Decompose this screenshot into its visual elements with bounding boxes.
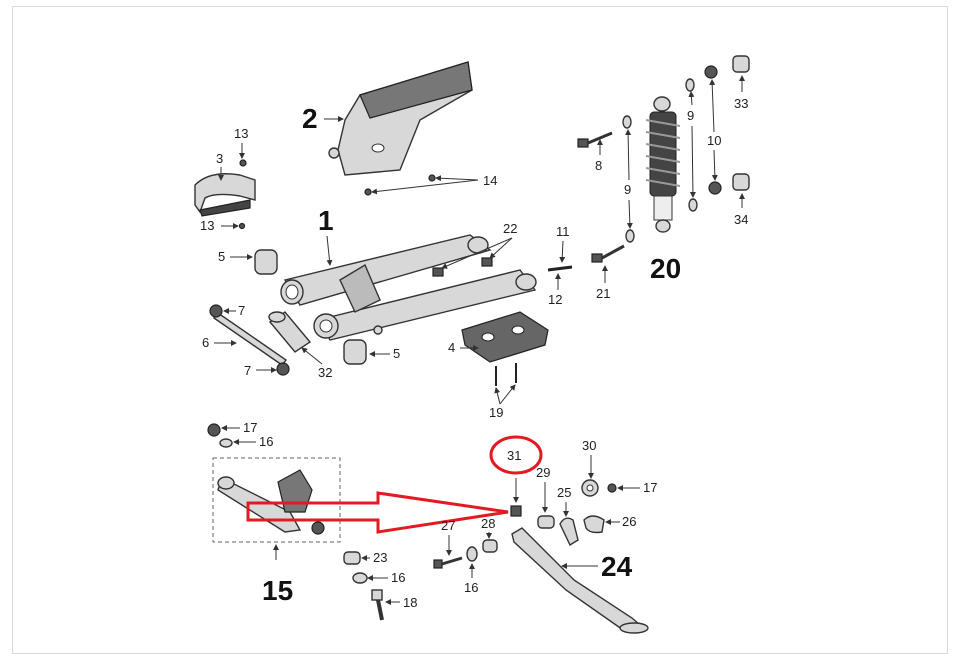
label-9-right: 9 xyxy=(687,108,694,123)
label-24: 24 xyxy=(601,551,633,582)
part-nut-10 xyxy=(704,65,722,195)
part-shock-absorber-20 xyxy=(645,96,681,233)
label-10: 10 xyxy=(707,133,721,148)
part-bushing-34 xyxy=(732,173,750,191)
label-16-bottom-right: 16 xyxy=(464,580,478,595)
part-pin-11-12 xyxy=(547,265,573,272)
label-34: 34 xyxy=(734,212,748,227)
label-15: 15 xyxy=(262,575,293,606)
label-19: 19 xyxy=(489,405,503,420)
part-chain-slider-4 xyxy=(461,311,549,386)
label-6: 6 xyxy=(202,335,209,350)
part-washer-30 xyxy=(581,479,599,497)
part-sleeve-28 xyxy=(482,539,498,553)
label-22: 22 xyxy=(503,221,517,236)
part-nut-17-left xyxy=(207,423,221,437)
label-26: 26 xyxy=(622,514,636,529)
label-17-right: 17 xyxy=(643,480,657,495)
label-5-top: 5 xyxy=(218,249,225,264)
part-washer-16-bottom-right xyxy=(466,546,478,562)
label-16-bottom-left: 16 xyxy=(391,570,405,585)
label-25: 25 xyxy=(557,485,571,500)
label-3: 3 xyxy=(216,151,223,166)
part-chain-guard xyxy=(328,61,473,176)
label-30: 30 xyxy=(582,438,596,453)
part-spring-26 xyxy=(583,515,605,534)
part-bolt-27 xyxy=(433,556,463,569)
part-bolt-18 xyxy=(371,589,384,621)
label-13-top: 13 xyxy=(234,126,248,141)
part-link-25 xyxy=(559,517,579,547)
label-17-left: 17 xyxy=(243,420,257,435)
label-7-bottom: 7 xyxy=(244,363,251,378)
label-32: 32 xyxy=(318,365,332,380)
part-bolt-21 xyxy=(591,244,625,263)
part-spacer-29 xyxy=(537,515,555,529)
part-studs-22 xyxy=(432,257,493,277)
part-washer-16-bottom-left xyxy=(352,572,368,584)
part-bushing-5-bottom xyxy=(343,339,367,365)
label-27: 27 xyxy=(441,518,455,533)
label-31: 31 xyxy=(507,448,521,463)
part-washer-9-right xyxy=(685,78,698,212)
part-screws-14 xyxy=(364,174,436,196)
part-spacer-23 xyxy=(343,551,361,565)
highlight-arrow xyxy=(246,491,509,534)
label-29: 29 xyxy=(536,465,550,480)
part-swing-arm xyxy=(280,234,537,341)
label-18: 18 xyxy=(403,595,417,610)
part-screw-31 xyxy=(510,505,522,517)
highlight-circle xyxy=(489,435,543,475)
label-12: 12 xyxy=(548,292,562,307)
part-washer-16-top xyxy=(219,438,233,448)
part-bolt-8 xyxy=(577,131,613,148)
part-side-stand-24 xyxy=(511,527,649,634)
label-9-left: 9 xyxy=(624,182,631,197)
label-14: 14 xyxy=(483,173,497,188)
label-8: 8 xyxy=(595,158,602,173)
label-1: 1 xyxy=(318,205,334,236)
part-bushing-5-top xyxy=(254,249,278,275)
part-sleeve-32 xyxy=(268,311,312,353)
part-washer-9-left xyxy=(622,115,635,243)
part-axle-6 xyxy=(209,304,290,376)
label-5-bottom: 5 xyxy=(393,346,400,361)
part-screw-17-right xyxy=(607,483,617,493)
part-bracket-3 xyxy=(194,159,256,230)
assembly-15-box xyxy=(212,457,341,543)
label-21: 21 xyxy=(596,286,610,301)
label-16-top: 16 xyxy=(259,434,273,449)
label-4: 4 xyxy=(448,340,455,355)
label-13-bottom: 13 xyxy=(200,218,214,233)
label-11: 11 xyxy=(556,224,570,239)
label-33: 33 xyxy=(734,96,748,111)
label-28: 28 xyxy=(481,516,495,531)
label-20: 20 xyxy=(650,253,681,284)
label-7-top: 7 xyxy=(238,303,245,318)
part-bushing-33 xyxy=(732,55,750,73)
label-23: 23 xyxy=(373,550,387,565)
label-2: 2 xyxy=(302,103,318,134)
